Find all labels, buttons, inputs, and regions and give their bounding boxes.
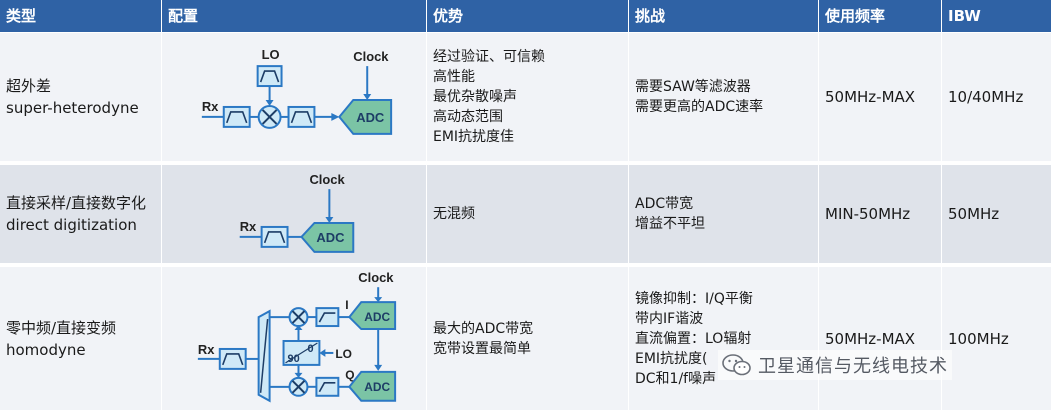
- clock-label: Clock: [353, 49, 389, 64]
- type-cell: 零中频/直接变频 homodyne: [0, 267, 162, 410]
- type-cell: 超外差 super-heterodyne: [0, 33, 162, 161]
- advantage-item: 无混频: [433, 206, 475, 222]
- ibw-cell: 10/40MHz: [948, 88, 1024, 106]
- adc-label: ADC: [316, 230, 344, 245]
- wechat-icon: [722, 354, 751, 376]
- type-cn: 直接采样/直接数字化: [6, 194, 147, 212]
- rx-label: Rx: [202, 99, 219, 114]
- challenge-item: 需要SAW等滤波器: [635, 79, 751, 95]
- challenge-item: 镜像抑制：I/Q平衡: [635, 290, 753, 307]
- homodyne-block-diagram: Clock Rx I: [197, 270, 397, 403]
- advantage-item: 宽带设置最简单: [433, 340, 531, 357]
- phase-0-label: 0: [307, 343, 313, 355]
- rx-label: Rx: [198, 342, 215, 357]
- header-advantages: 优势: [427, 0, 629, 32]
- lo-label: LO: [335, 347, 352, 361]
- table-header: 类型 配置 优势 挑战 使用频率 IBW: [0, 0, 1051, 34]
- adc-q-block: [347, 370, 397, 402]
- table-row-direct: 直接采样/直接数字化 direct digitization Clock Rx …: [0, 165, 1051, 265]
- watermark: 卫星通信与无线电技术: [718, 350, 952, 380]
- advantage-item: 经过验证、可信赖: [433, 49, 545, 65]
- config-cell: Clock Rx I: [162, 267, 427, 410]
- challenges-cell: 镜像抑制：I/Q平衡 带内IF谐波 直流偏置：LO辐射 EMI抗扰度( DC和1…: [629, 267, 819, 410]
- challenge-item: 需要更高的ADC速率: [635, 99, 764, 115]
- header-challenges: 挑战: [629, 0, 819, 32]
- rx-label: Rx: [240, 219, 257, 234]
- challenge-item: EMI抗扰度(: [635, 350, 708, 367]
- challenge-item: ADC带宽: [635, 196, 694, 212]
- i-label: I: [345, 298, 348, 312]
- watermark-text: 卫星通信与无线电技术: [758, 356, 948, 377]
- table-row-homodyne: 零中频/直接变频 homodyne Clock Rx: [0, 267, 1051, 410]
- type-en: homodyne: [6, 340, 86, 359]
- frequency-cell: 50MHz-MAX: [819, 33, 942, 161]
- advantages-cell: 最大的ADC带宽 宽带设置最简单: [427, 267, 629, 410]
- advantage-item: 最大的ADC带宽: [433, 320, 534, 337]
- ibw-cell: 50MHz: [948, 205, 1000, 223]
- type-cn: 超外差: [6, 77, 52, 95]
- challenges-cell: ADC带宽 增益不平坦: [629, 165, 819, 263]
- type-en: direct digitization: [6, 216, 137, 234]
- if-filter-block: [287, 105, 316, 128]
- clock-label: Clock: [358, 270, 394, 285]
- advantage-item: 高性能: [433, 69, 475, 85]
- config-cell: LO Rx Clock: [162, 33, 427, 161]
- advantage-item: EMI抗扰度佳: [433, 129, 515, 145]
- advantages-cell: 无混频: [427, 165, 629, 263]
- lo-label: LO: [262, 47, 280, 62]
- lpf-i-block: [315, 307, 340, 328]
- type-cn: 零中频/直接变频: [6, 318, 117, 337]
- type-en: super-heterodyne: [6, 99, 139, 117]
- adc-block: [338, 98, 393, 135]
- rf-filter-block: [222, 105, 251, 128]
- lo-filter-block: [256, 65, 283, 88]
- adc-q-label: ADC: [364, 380, 390, 394]
- adc-i-block: [347, 301, 397, 331]
- frequency-cell: MIN-50MHz: [819, 165, 942, 263]
- frequency-cell: 50MHz-MAX: [819, 267, 942, 410]
- challenge-item: 直流偏置：LO辐射: [635, 330, 752, 347]
- adc-i-label: ADC: [364, 310, 390, 324]
- superhet-block-diagram: LO Rx Clock: [201, 47, 393, 135]
- header-type: 类型: [0, 0, 162, 32]
- challenge-item: 增益不平坦: [635, 216, 705, 232]
- type-cell: 直接采样/直接数字化 direct digitization: [0, 165, 162, 263]
- lpf-q-block: [315, 376, 340, 397]
- table-row-superhet: 超外差 super-heterodyne LO Rx: [0, 33, 1051, 163]
- adc-label: ADC: [356, 110, 384, 125]
- advantage-item: 最优杂散噪声: [433, 89, 517, 105]
- header-config: 配置: [162, 0, 427, 32]
- rf-filter-block: [260, 225, 289, 248]
- challenges-cell: 需要SAW等滤波器 需要更高的ADC速率: [629, 33, 819, 161]
- phase-90-label: 90: [288, 353, 300, 365]
- adc-block: [300, 221, 355, 253]
- challenge-item: DC和1/f噪声: [635, 370, 717, 387]
- q-label: Q: [345, 368, 354, 382]
- config-cell: Clock Rx ADC: [162, 165, 427, 263]
- advantages-cell: 经过验证、可信赖 高性能 最优杂散噪声 高动态范围 EMI抗扰度佳: [427, 33, 629, 161]
- advantage-item: 高动态范围: [433, 109, 503, 125]
- header-frequency: 使用频率: [819, 0, 942, 32]
- challenge-item: 带内IF谐波: [635, 310, 704, 327]
- header-ibw: IBW: [948, 7, 981, 25]
- direct-block-diagram: Clock Rx ADC: [240, 172, 355, 253]
- clock-label: Clock: [309, 172, 345, 187]
- ibw-cell: 100MHz: [948, 329, 1009, 348]
- rf-filter-block: [218, 347, 247, 370]
